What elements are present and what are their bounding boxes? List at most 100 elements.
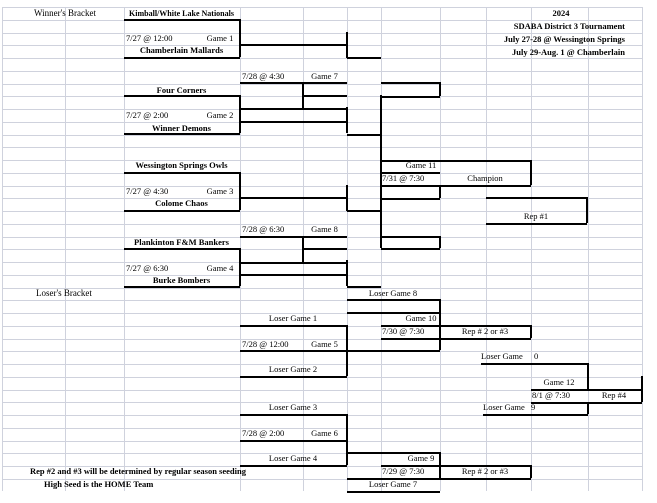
grid-col-line: [2, 7, 3, 491]
tournament-dates-2: July 29-Aug. 1 @ Chamberlain: [512, 47, 625, 57]
grid-row-line: [2, 58, 643, 59]
game9-time: 7/29 @ 7:30: [382, 466, 425, 476]
champion-label: Champion: [467, 173, 503, 183]
bracket-line: [240, 376, 347, 378]
bracket-line: [240, 350, 347, 352]
game10-label: Game 10: [405, 313, 437, 323]
loser-game0-num: 0: [534, 351, 539, 361]
bracket-line: [347, 299, 440, 301]
team-colome: Colome Chaos: [155, 198, 208, 208]
game10-time: 7/30 @ 7:30: [382, 326, 425, 336]
game5-time: 7/28 @ 12:00: [242, 339, 289, 349]
bracket-line: [381, 96, 440, 98]
grid-row-line: [2, 300, 643, 301]
loser-game9-label: Loser Game: [483, 402, 525, 412]
bracket-line: [124, 19, 240, 21]
bracket-line: [381, 325, 531, 327]
bracket-line: [240, 414, 347, 416]
bracket-line: [347, 134, 381, 136]
loser-game3-label: Loser Game 3: [268, 402, 318, 412]
bracket-line: [588, 389, 642, 391]
grid-row-line: [2, 33, 643, 34]
grid-row-line: [2, 84, 643, 85]
bracket-line: [347, 312, 440, 314]
bracket-line: [303, 82, 347, 84]
game12-time: 8/1 @ 7:30: [532, 390, 571, 400]
team-four-corners: Four Corners: [156, 85, 207, 95]
bracket-line: [346, 350, 348, 376]
bracket-line: [303, 236, 347, 238]
bracket-line: [381, 160, 531, 162]
bracket-line: [381, 172, 440, 174]
grid-col-line: [440, 7, 441, 491]
bracket-line: [381, 478, 531, 480]
bracket-line: [346, 185, 348, 211]
bracket-line: [124, 57, 240, 59]
bracket-line: [239, 19, 241, 57]
tournament-title: SDABA District 3 Tournament: [513, 21, 625, 31]
grid-row-line: [2, 224, 643, 225]
loser-game8-label: Loser Game 8: [368, 288, 418, 298]
bracket-line: [124, 286, 240, 288]
bracket-line: [303, 262, 347, 264]
bracket-line: [303, 95, 347, 97]
bracket-line: [240, 44, 347, 46]
game2-label: Game 2: [206, 110, 234, 120]
bracket-line: [481, 363, 588, 365]
bracket-line: [531, 402, 642, 404]
losers-bracket-label: Loser's Bracket: [36, 288, 92, 298]
bracket-line: [530, 465, 532, 478]
bracket-line: [530, 160, 532, 185]
bracket-line: [239, 95, 241, 133]
bracket-line: [239, 248, 241, 286]
loser-game4-label: Loser Game 4: [268, 453, 318, 463]
loser-game0-label: Loser Game: [481, 351, 523, 361]
team-kimball: Kimball/White Lake Nationals: [129, 9, 234, 18]
grid-row-line: [2, 173, 643, 174]
bracket-line: [347, 57, 381, 59]
rep23-lower: Rep # 2 or #3: [461, 466, 509, 476]
bracket-line: [240, 325, 347, 327]
bracket-line: [381, 198, 440, 200]
bracket-line: [380, 95, 382, 248]
bracket-line: [587, 402, 589, 414]
bracket-line: [346, 325, 348, 350]
game6-time: 7/28 @ 2:00: [242, 428, 285, 438]
game4-time: 7/27 @ 6:30: [126, 263, 169, 273]
loser-game2-label: Loser Game 2: [268, 364, 318, 374]
bracket-line: [124, 248, 240, 250]
grid-col-line: [486, 7, 487, 491]
team-plankinton: Plankinton F&M Bankers: [134, 237, 229, 247]
team-chamberlain: Chamberlain Mallards: [139, 45, 224, 55]
bracket-line: [486, 197, 587, 199]
grid-col-line: [642, 7, 643, 491]
bracket-line: [346, 260, 348, 286]
bracket-line: [124, 210, 240, 212]
bracket-line: [439, 312, 441, 350]
grid-col-line: [588, 7, 589, 491]
bracket-line: [346, 414, 348, 440]
bracket-line: [530, 325, 532, 338]
game9-label: Game 9: [407, 453, 435, 463]
bracket-line: [586, 197, 588, 223]
bracket-line: [381, 82, 440, 84]
bracket-line: [587, 363, 589, 389]
game7-label: Game 7: [311, 71, 338, 81]
loser-game1-label: Loser Game 1: [268, 313, 318, 323]
grid-row-line: [2, 288, 643, 289]
team-burke: Burke Bombers: [152, 275, 211, 285]
grid-row-line: [2, 313, 643, 314]
rep4-label: Rep #4: [601, 390, 627, 400]
bracket-line: [531, 389, 588, 391]
game7-time: 7/28 @ 4:30: [242, 71, 285, 81]
game11-label: Game 11: [405, 160, 437, 170]
game8-label: Game 8: [311, 224, 338, 234]
grid-row-line: [2, 160, 643, 161]
bracket-line: [240, 236, 303, 238]
game2-time: 7/27 @ 2:00: [126, 110, 169, 120]
grid-row-line: [2, 186, 643, 187]
bracket-line: [381, 248, 440, 250]
grid-row-line: [2, 211, 643, 212]
bracket-line: [483, 414, 588, 416]
